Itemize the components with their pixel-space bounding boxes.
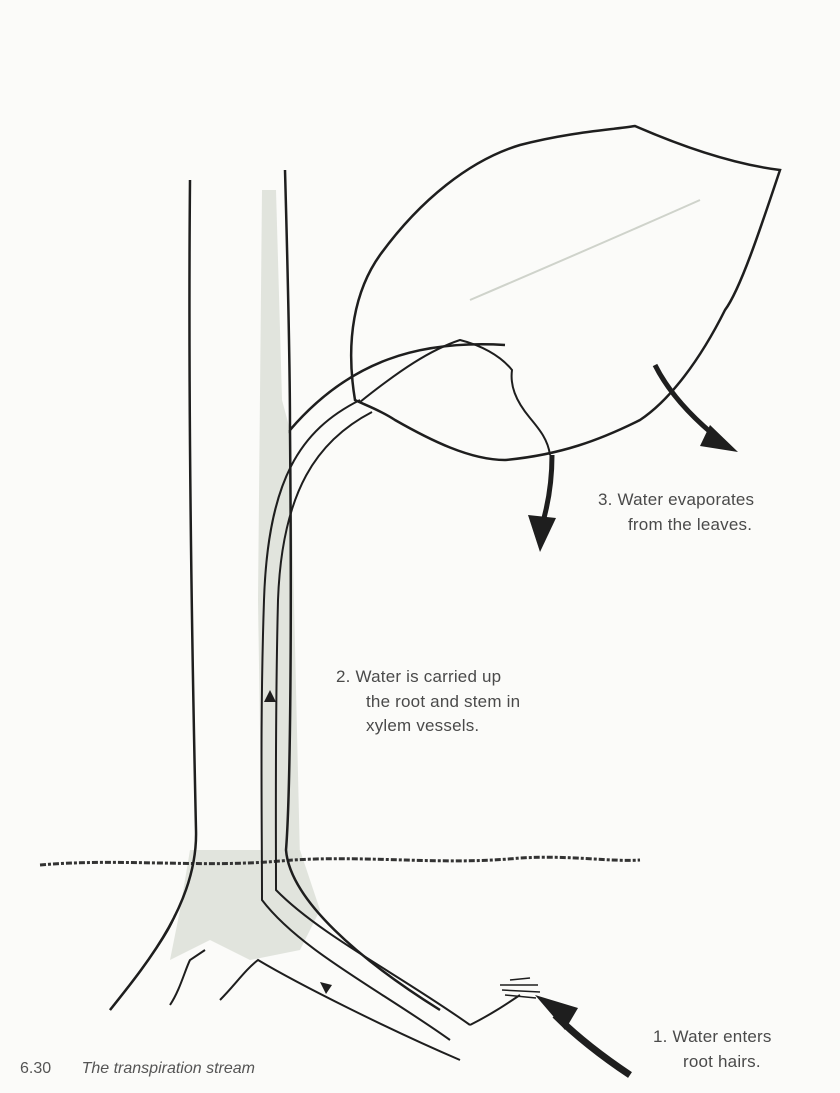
figure-number: 6.30: [20, 1060, 51, 1077]
leaf-petiole-notch: [360, 340, 550, 455]
arrow-evaporation-left-icon: [528, 455, 556, 552]
figure-title: The transpiration stream: [82, 1060, 255, 1077]
xylem-shading: [258, 190, 300, 860]
arrow-root-icon: [535, 995, 630, 1075]
root-branch-2: [220, 960, 460, 1060]
arrow-evaporation-right-icon: [655, 365, 738, 452]
ground-line: [40, 857, 640, 865]
root-hair-stem: [470, 995, 520, 1025]
vessel-root-arrow: [320, 982, 332, 994]
step-2-label: 2. Water is carried up the root and stem…: [336, 665, 520, 739]
root-branch-1: [170, 950, 205, 1005]
figure-caption: 6.30 The transpiration stream: [20, 1060, 255, 1078]
step-3-label: 3. Water evaporates from the leaves.: [598, 488, 754, 537]
leaf-midrib: [470, 200, 700, 300]
step-1-label: 1. Water enters root hairs.: [653, 1025, 772, 1074]
stem-outline-left: [110, 180, 196, 1010]
leaf-outline: [351, 126, 780, 460]
